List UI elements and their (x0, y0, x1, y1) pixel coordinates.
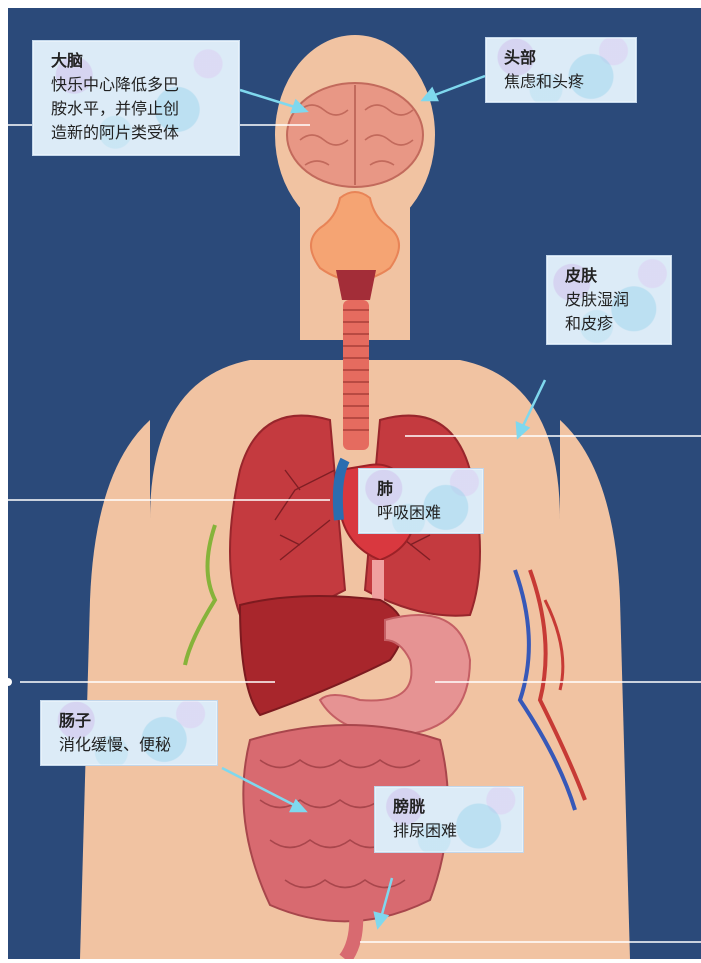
brain-organ (287, 83, 423, 187)
brain-line-2: 胺水平，并停止创 (51, 97, 221, 121)
intestine-text: 消化缓慢、便秘 (59, 733, 199, 757)
trachea (343, 300, 369, 450)
brain-label: 大脑 快乐中心降低多巴 胺水平，并停止创 造新的阿片类受体 (32, 40, 240, 156)
head-text: 焦虑和头疼 (504, 70, 618, 94)
skin-line-2: 和皮疹 (565, 312, 653, 336)
lung-title: 肺 (377, 477, 465, 501)
brain-title: 大脑 (51, 49, 221, 73)
brain-line-1: 快乐中心降低多巴 (51, 73, 221, 97)
bladder-title: 膀胱 (393, 795, 505, 819)
head-title: 头部 (504, 46, 618, 70)
intestine-label: 肠子 消化缓慢、便秘 (40, 700, 218, 766)
skin-title: 皮肤 (565, 264, 653, 288)
brain-line-3: 造新的阿片类受体 (51, 121, 221, 145)
lung-text: 呼吸困难 (377, 501, 465, 525)
bladder-text: 排尿困难 (393, 819, 505, 843)
intestine-title: 肠子 (59, 709, 199, 733)
skin-line-1: 皮肤湿润 (565, 288, 653, 312)
skin-label: 皮肤 皮肤湿润 和皮疹 (546, 255, 672, 345)
head-label: 头部 焦虑和头疼 (485, 37, 637, 103)
leader-dot (4, 678, 12, 686)
bladder-label: 膀胱 排尿困难 (374, 786, 524, 853)
lung-label: 肺 呼吸困难 (358, 468, 484, 534)
